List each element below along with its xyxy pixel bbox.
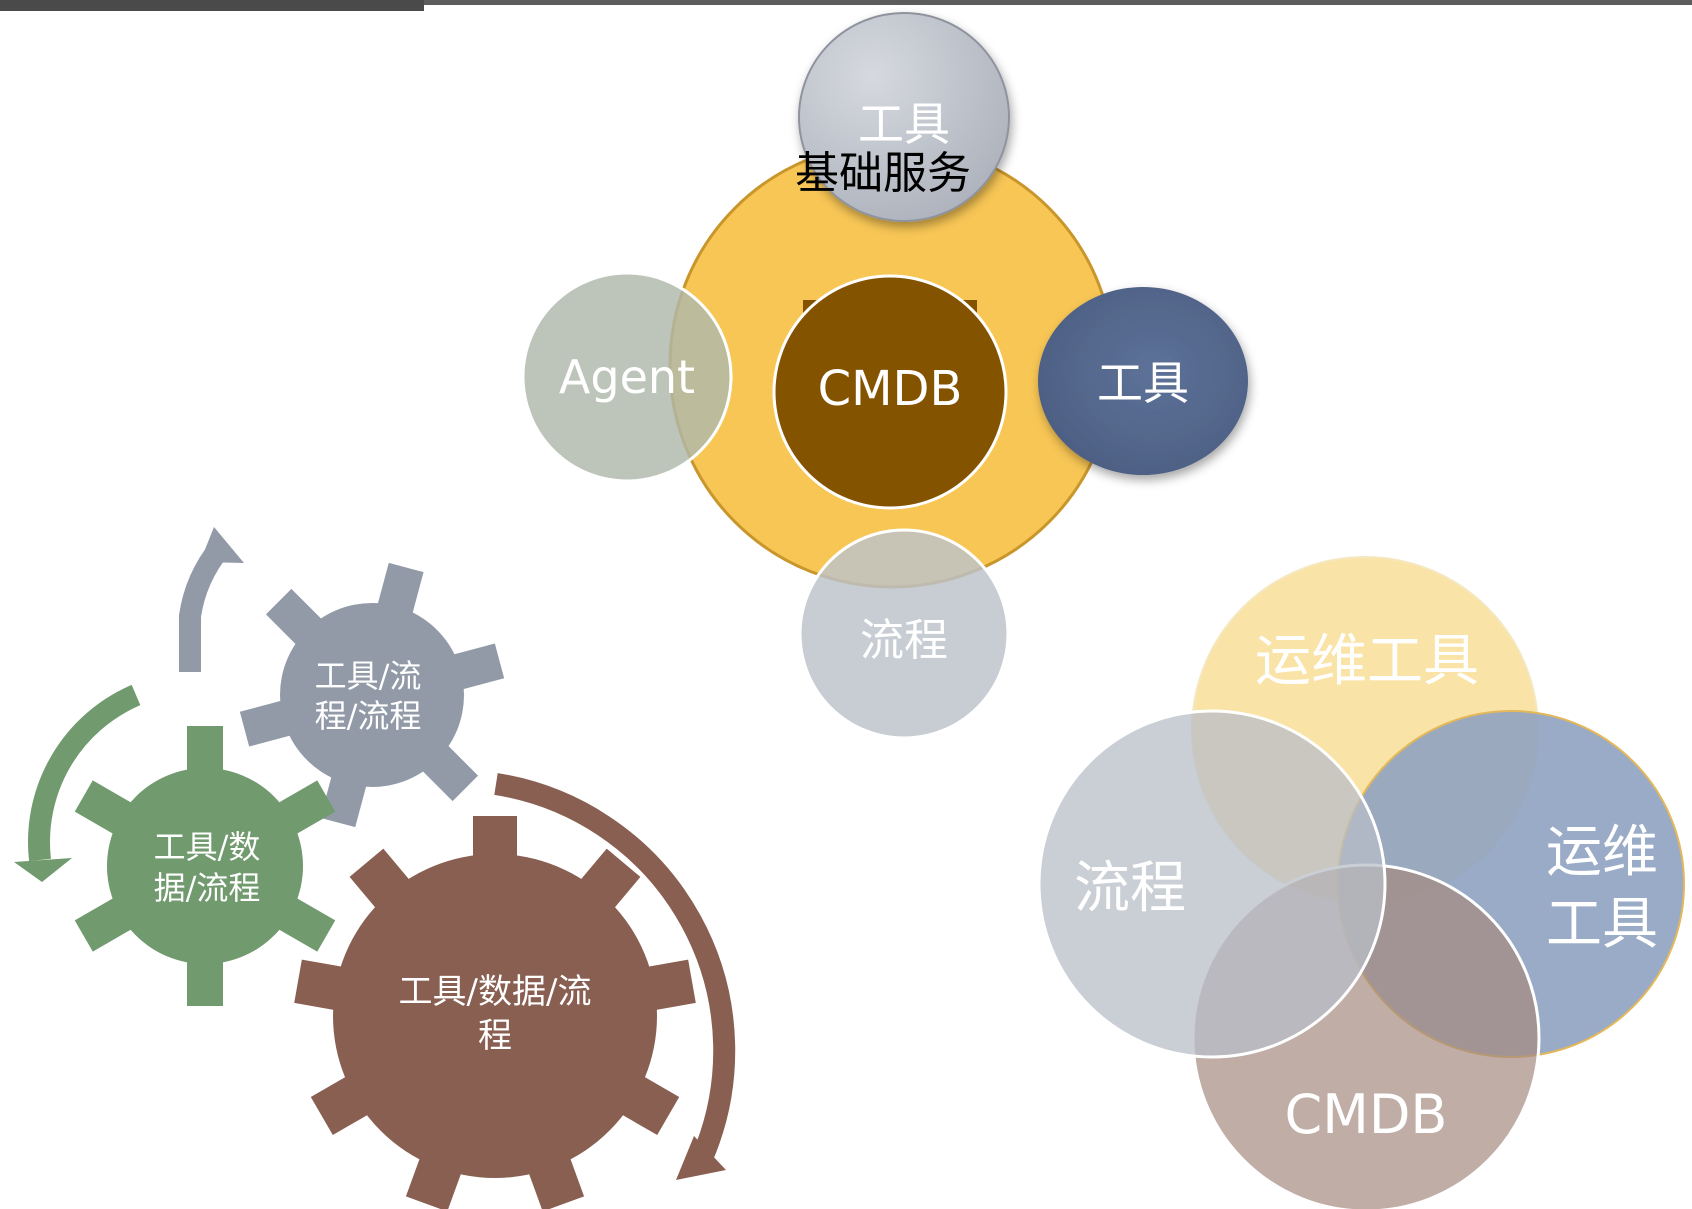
venn-tools-label: 运维工具 — [1255, 629, 1479, 694]
gear-gray-body — [280, 603, 464, 787]
flow-label: 流程 — [860, 615, 948, 666]
gear-gray-line1: 工具/流 — [315, 657, 422, 695]
agent-node: Agent — [521, 271, 733, 483]
brown-arrowhead — [676, 1136, 726, 1180]
gear-green: 工具/数 据/流程 — [74, 726, 336, 1006]
gear-brown-line2: 程 — [478, 1016, 512, 1056]
gear-gray-line2: 程/流程 — [315, 697, 422, 735]
gear-green-teeth — [74, 726, 336, 1006]
venn-ops-label-line2: 工具 — [1546, 892, 1658, 957]
gear-brown-teeth — [294, 816, 696, 1209]
green-arrow-arc — [28, 684, 141, 862]
tool-node-right: 工具 — [1038, 287, 1248, 475]
venn-diagram: 运维工具 流程 运维 工具 CMDB — [1037, 556, 1685, 1209]
cmdb-center-label: CMDB — [818, 361, 963, 417]
agent-label: Agent — [559, 350, 695, 404]
flow-circle — [798, 528, 1010, 740]
cmdb-circle — [772, 274, 1008, 510]
gear-brown-line1: 工具/数据/流 — [399, 972, 592, 1012]
gray-arrow-arc — [179, 541, 229, 672]
gear-brown: 工具/数据/流 程 — [294, 816, 696, 1209]
gear-green-body — [107, 768, 303, 964]
flow-node: 流程 — [798, 528, 1010, 740]
green-arrowhead — [14, 858, 72, 882]
tool-top-label: 工具 — [858, 97, 950, 151]
gray-arrowhead — [200, 527, 244, 563]
venn-flow-label: 流程 — [1074, 856, 1186, 921]
cmdb-center: CMDB — [772, 274, 1008, 510]
gear-green-line1: 工具/数 — [154, 828, 261, 866]
tool-top-circle — [798, 12, 1010, 222]
venn-cmdb-label: CMDB — [1285, 1083, 1448, 1146]
agent-circle — [521, 271, 733, 483]
tool-right-circle — [1038, 287, 1248, 475]
tool-right-label: 工具 — [1097, 356, 1189, 410]
venn-circle-flow — [1037, 709, 1387, 1059]
gear-green-line2: 据/流程 — [154, 869, 261, 907]
ring-label: 基础服务 — [795, 148, 971, 199]
top-divider-accent — [0, 0, 424, 11]
gears-diagram: 工具/流 程/流程 工具/数 据/流程 — [14, 527, 736, 1209]
tool-node-top: 工具 — [798, 12, 1010, 222]
venn-ops-label-line1: 运维 — [1546, 820, 1658, 885]
top-divider-bar — [0, 0, 1692, 5]
gear-gray: 工具/流 程/流程 — [239, 562, 505, 828]
brown-arrow-arc — [494, 773, 736, 1163]
gear-brown-body — [333, 854, 657, 1178]
hub-diagram: CMDB Agent 流程 工具 工具 基础服务 — [521, 12, 1248, 740]
